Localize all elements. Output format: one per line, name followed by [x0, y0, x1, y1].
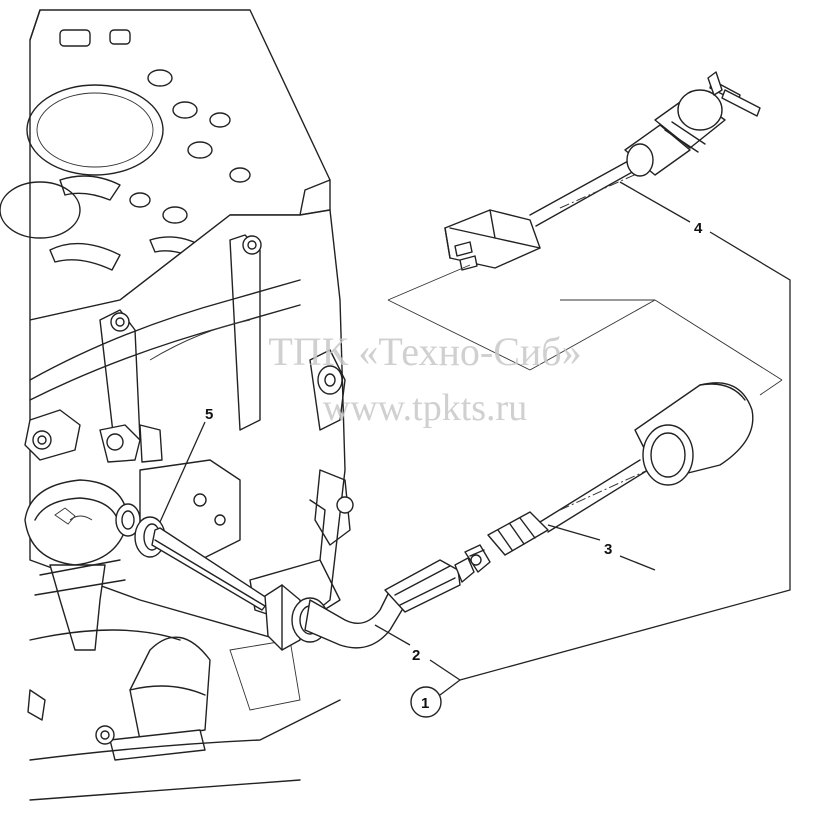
- adapter-cable: [444, 71, 761, 271]
- projection-lines: [387, 264, 783, 396]
- heater-element: [151, 527, 475, 651]
- leader-lines: [159, 181, 791, 696]
- watermark: ТПК «Техно-Сиб» www.tpkts.ru: [268, 329, 581, 429]
- callout-5: 5: [205, 406, 213, 423]
- callout-labels: 1 2 3 4 5: [205, 220, 703, 718]
- callout-2: 2: [412, 647, 420, 664]
- watermark-company: ТПК «Техно-Сиб»: [268, 329, 581, 374]
- callout-3: 3: [604, 541, 612, 558]
- engine-block: [0, 9, 354, 801]
- watermark-website: www.tpkts.ru: [323, 387, 527, 429]
- callout-1-circle: [410, 686, 442, 718]
- callout-4: 4: [694, 220, 703, 237]
- callout-1: 1: [421, 695, 429, 712]
- connection-cable: [464, 382, 754, 573]
